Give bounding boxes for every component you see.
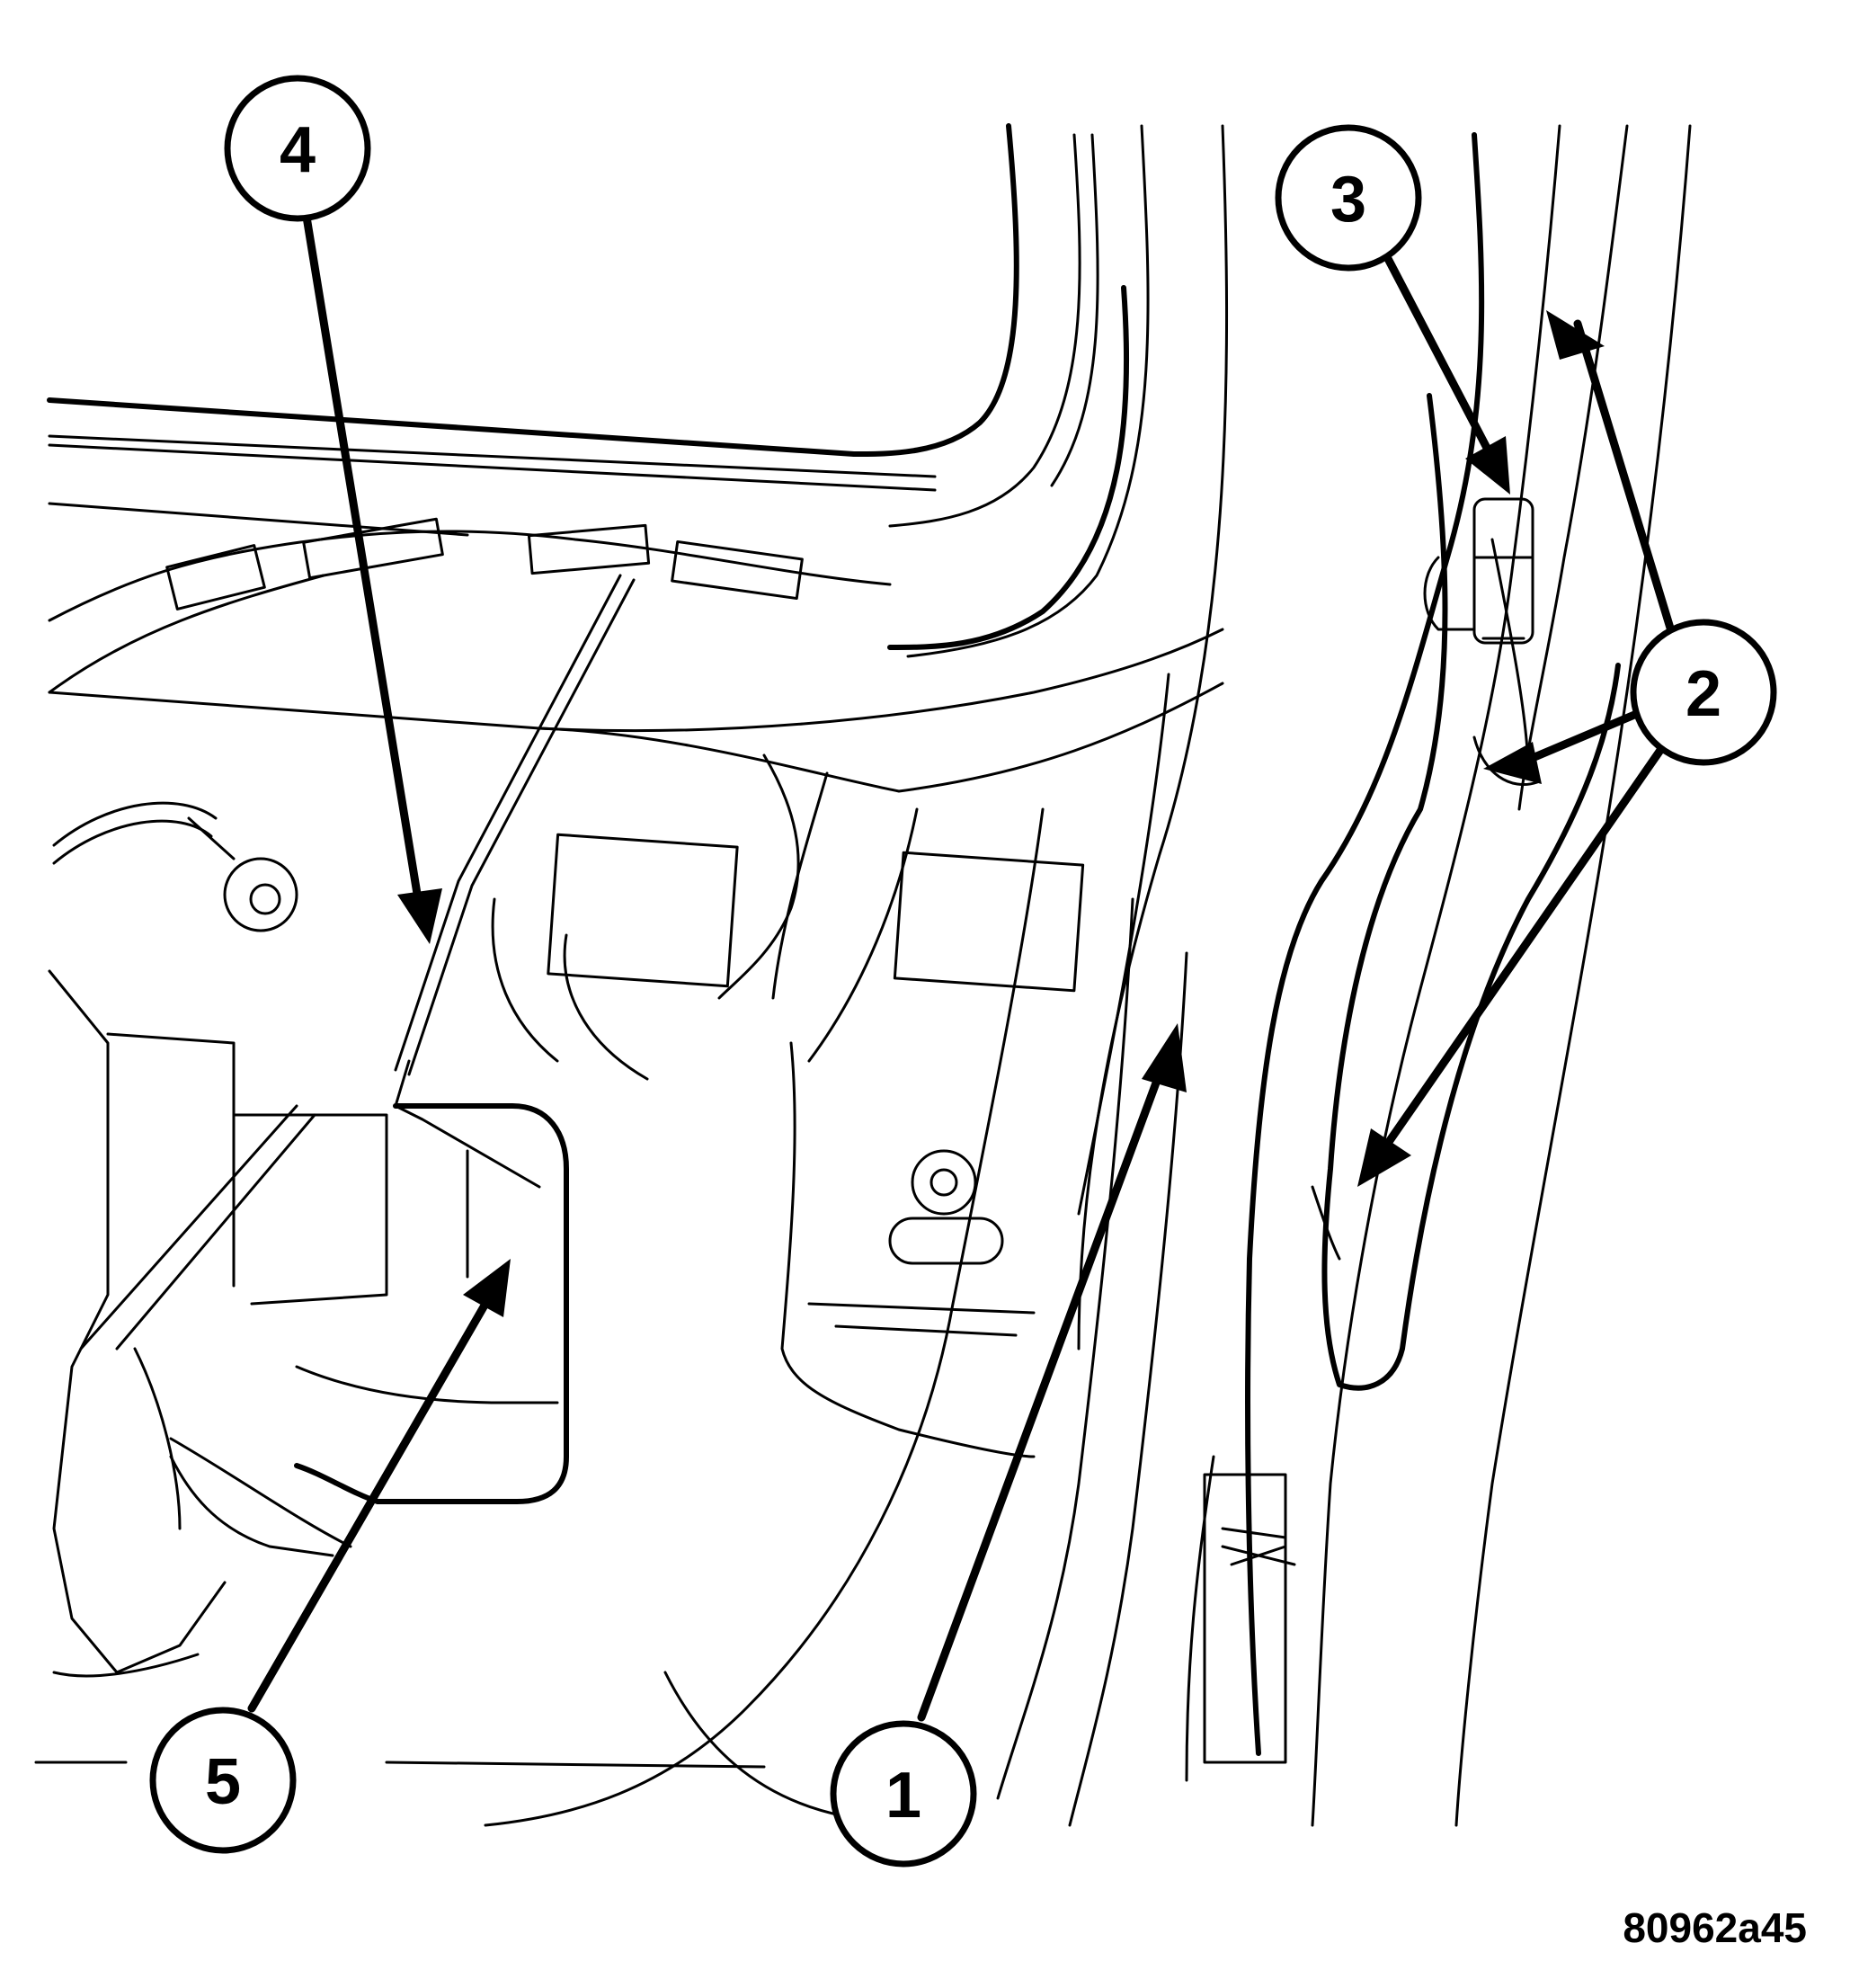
leader-line-5 <box>247 1299 490 1713</box>
leader-line-2c <box>1384 742 1668 1146</box>
leader-line-3 <box>1380 247 1492 454</box>
callout-leaders <box>247 207 1677 1722</box>
leader-line-2b <box>1524 706 1650 764</box>
callout-circle-4 <box>224 75 371 222</box>
figure-id-label: 80962a45 <box>1623 1904 1807 1951</box>
callout-1: 1 <box>830 1720 977 1868</box>
body-structure-linework <box>34 123 1692 1827</box>
callout-label-1: 1 <box>885 1760 921 1832</box>
arrowhead-4 <box>397 888 442 944</box>
callout-circle-1 <box>830 1720 977 1868</box>
callout-label-5: 5 <box>205 1746 241 1818</box>
leader-line-2a <box>1573 319 1677 638</box>
callout-circle-3 <box>1275 124 1422 272</box>
arrowhead-3 <box>1465 436 1510 495</box>
callout-label-2: 2 <box>1685 658 1721 730</box>
callout-circle-2 <box>1630 619 1777 766</box>
arrowhead-2c <box>1357 1128 1411 1187</box>
arrowhead-2b <box>1483 742 1542 784</box>
callout-2: 2 <box>1630 619 1777 766</box>
arrowhead-5 <box>463 1259 511 1317</box>
arrowhead-2a <box>1546 310 1605 360</box>
callout-5: 5 <box>149 1707 297 1854</box>
callout-label-3: 3 <box>1330 164 1366 236</box>
callout-circle-5 <box>149 1707 297 1854</box>
leader-line-1 <box>917 1056 1169 1722</box>
callout-label-4: 4 <box>280 114 316 186</box>
callout-3: 3 <box>1275 124 1422 272</box>
callout-4: 4 <box>224 75 371 222</box>
arrowhead-1 <box>1142 1023 1187 1092</box>
leader-line-4 <box>301 207 422 904</box>
